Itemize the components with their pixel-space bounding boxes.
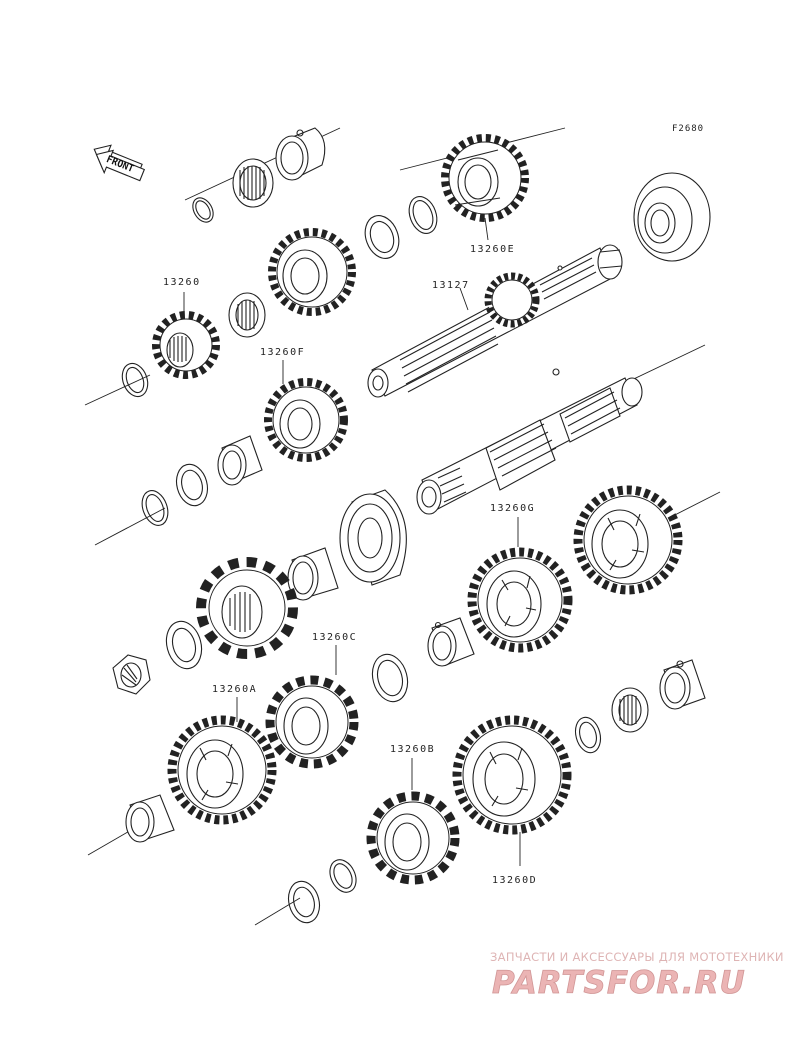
label-13260B: 13260B [390, 744, 435, 755]
label-13260A: 13260A [212, 684, 257, 695]
circlip-upper-mid [364, 215, 400, 259]
gear-13260C [265, 675, 359, 769]
collar-top [275, 127, 326, 181]
gear-upper-left [268, 228, 356, 316]
gear-13260B [366, 791, 460, 885]
lock-washer [165, 620, 203, 670]
label-13260D: 13260D [492, 875, 537, 886]
sprocket-nut [112, 654, 151, 695]
ball-bearing-top-right [633, 172, 711, 262]
diagram-code: F2680 [672, 124, 704, 134]
drive-sprocket [196, 557, 298, 659]
label-13260G: 13260G [490, 503, 535, 514]
watermark: ЗАПЧАСТИ И АКСЕССУАРЫ ДЛЯ МОТОТЕХНИКИ PA… [490, 950, 784, 1001]
needle-bearing-mid [228, 292, 266, 338]
collar-row4 [287, 547, 339, 601]
circlip-bottom [329, 859, 357, 893]
bushing-mid-right [427, 617, 475, 667]
label-13260E: 13260E [470, 244, 515, 255]
circlip-top-left [192, 197, 214, 223]
gear-right-row4 [573, 485, 683, 595]
gear-13260D [452, 715, 572, 835]
washer-mid [371, 653, 409, 703]
main-shaft-13127 [367, 244, 623, 398]
small-dot [552, 368, 560, 376]
needle-bearing-top [232, 158, 274, 208]
washer-bottom [287, 880, 321, 924]
needle-bearing-lower-right [611, 687, 649, 733]
gear-13260E [441, 134, 529, 222]
collar-lower-right [659, 659, 706, 710]
bushing-row3 [217, 435, 263, 486]
watermark-tagline: ЗАПЧАСТИ И АКСЕССУАРЫ ДЛЯ МОТОТЕХНИКИ [490, 950, 784, 964]
ball-bearing-center [339, 489, 407, 586]
label-13260C: 13260C [312, 632, 357, 643]
gear-13260F [264, 378, 348, 462]
label-13127: 13127 [432, 280, 470, 291]
gear-13260G [467, 547, 573, 653]
circlip-upper-right [408, 196, 438, 234]
gear-13260 [152, 311, 220, 379]
counter-shaft [416, 377, 643, 515]
front-arrow-icon: FRONT [93, 144, 146, 182]
washer-row3 [175, 463, 209, 507]
bushing-lower-left [125, 794, 175, 843]
gear-13260A [167, 715, 277, 825]
label-13260F: 13260F [260, 347, 305, 358]
washer-lower-right [574, 716, 602, 754]
circlip-row3 [141, 490, 169, 526]
watermark-logo: PARTSFOR.RU [492, 965, 746, 1001]
label-13260: 13260 [163, 277, 201, 288]
washer-row2-left [121, 362, 149, 398]
